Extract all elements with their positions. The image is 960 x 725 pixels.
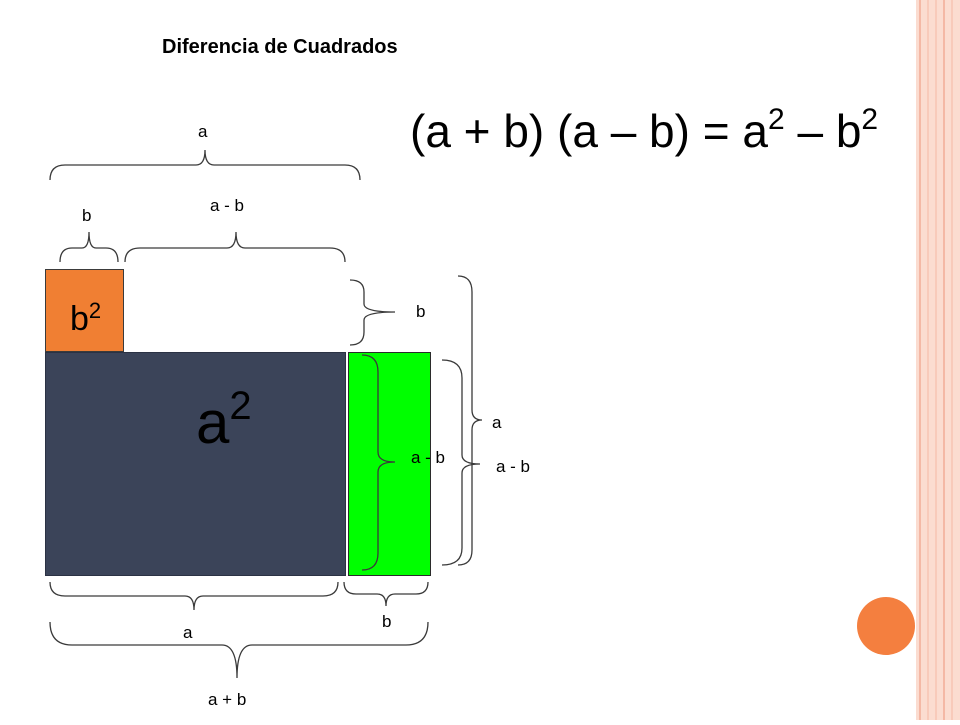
slide-title: Diferencia de Cuadrados xyxy=(162,36,398,58)
formula-left: (a + b) (a – b) = xyxy=(410,105,743,157)
a2-exp: 2 xyxy=(229,384,252,428)
square-b2 xyxy=(45,269,124,352)
square-a2 xyxy=(45,352,346,576)
decorative-side-stripes xyxy=(916,0,960,720)
b2-exp: 2 xyxy=(88,298,102,323)
brace-right-a xyxy=(457,275,483,566)
label-top-a: a xyxy=(198,122,208,141)
formula-a: a xyxy=(742,105,768,157)
label-inner-a-minus-b: a - b xyxy=(411,448,446,467)
brace-bottom-a xyxy=(49,581,339,611)
a2-base: a xyxy=(196,389,230,456)
brace-right-a-minus-b xyxy=(441,359,481,566)
label-bottom-a-plus-b: a + b xyxy=(208,690,247,709)
formula-exp-b: 2 xyxy=(861,103,879,136)
label-bottom-a: a xyxy=(183,623,193,642)
formula-exp-a: 2 xyxy=(767,103,785,136)
brace-inner-a-minus-b xyxy=(361,354,396,571)
formula-b: b xyxy=(835,105,862,157)
stripe-lines xyxy=(919,0,953,720)
brace-top-b xyxy=(59,231,119,263)
label-right-a: a xyxy=(492,413,502,432)
formula: (a + b) (a – b) = a2 – b2 xyxy=(410,104,878,158)
b2-base: b xyxy=(70,300,89,338)
orange-circle-decoration xyxy=(857,597,915,655)
square-a2-label: a2 xyxy=(196,386,252,457)
brace-right-b xyxy=(349,279,396,346)
brace-top-a-minus-b xyxy=(124,231,346,263)
label-right-b: b xyxy=(416,302,426,321)
label-right-a-minus-b: a - b xyxy=(496,457,531,476)
formula-minus: – xyxy=(784,105,836,157)
brace-bottom-a-plus-b xyxy=(49,621,429,679)
brace-bottom-b xyxy=(343,581,429,607)
label-top-a-minus-b: a - b xyxy=(210,196,245,215)
label-bottom-b: b xyxy=(382,612,392,631)
rectangle-green xyxy=(348,352,431,576)
square-b2-label: b2 xyxy=(70,300,101,339)
label-top-b: b xyxy=(82,206,92,225)
brace-top-a xyxy=(49,149,361,181)
